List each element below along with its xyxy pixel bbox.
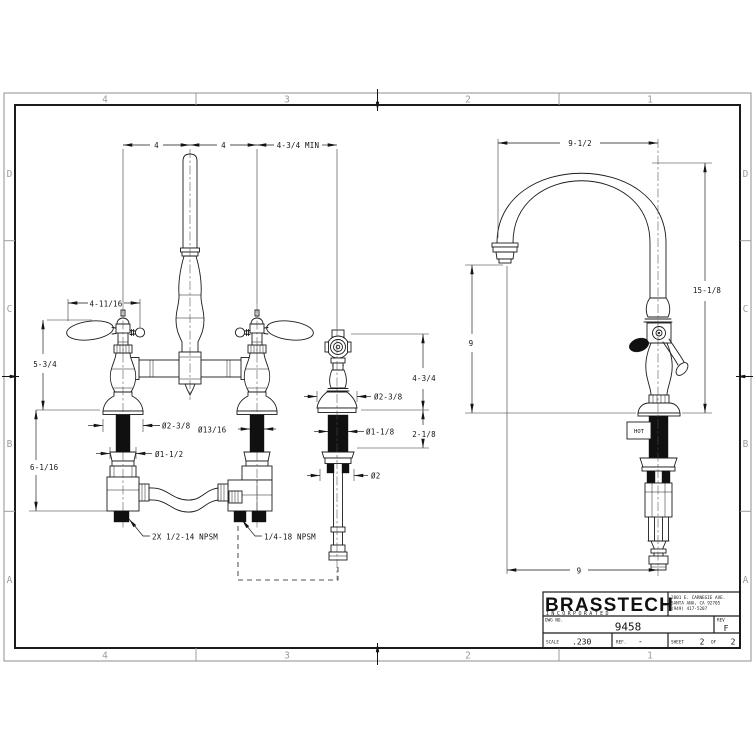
rev-value: F — [724, 624, 729, 633]
dim-label: 4-11/16 — [89, 300, 122, 309]
below-deck-side — [639, 415, 678, 571]
sheet-num: 2 — [700, 638, 705, 647]
rev-label: REV — [717, 618, 725, 624]
left-handle — [65, 309, 146, 415]
dim-label: 15-1/8 — [693, 286, 722, 295]
sheet-label: SHEET — [671, 640, 684, 646]
company-name: BRASSTECH — [545, 595, 674, 616]
zone-label: 4 — [102, 95, 108, 106]
dim-label: 2-1/8 — [412, 430, 436, 439]
bridge-finial — [184, 383, 196, 397]
zone-label: 3 — [284, 651, 290, 662]
dim-label: Ø13/16 — [198, 426, 227, 435]
dim-label: Ø1-1/8 — [366, 428, 395, 437]
zone-label: 2 — [465, 95, 471, 106]
connecting-hose — [148, 487, 219, 513]
side-sprayer-front — [316, 329, 358, 561]
sheet-frame: 4 3 2 1 4 3 2 1 D C B A D C B A — [2, 89, 753, 665]
title-block: BRASSTECH INCORPORATED 2001 E. CARNEGIE … — [542, 591, 741, 649]
thread-note: 1/4-18 NPSM — [264, 533, 316, 542]
right-handle — [234, 309, 315, 415]
dim-label: 4 — [221, 141, 226, 150]
zone-label: 1 — [647, 95, 653, 106]
dim-label: 9 — [577, 567, 582, 576]
faucet-body-side — [629, 297, 689, 417]
scale-value: .230 — [572, 638, 591, 647]
dim-label: 4-3/4 — [412, 374, 436, 383]
spray-hose-routing — [237, 526, 339, 581]
dim-label: 9 — [469, 339, 474, 348]
gooseneck-spout — [491, 172, 667, 299]
zone-label: A — [7, 575, 13, 586]
dim-label: 4 — [154, 141, 159, 150]
of-label: OF — [711, 640, 717, 646]
ref-label: REF. — [616, 640, 626, 646]
dim-label: 4-3/4 MIN — [277, 141, 319, 150]
zone-label: 4 — [102, 651, 108, 662]
company-address-line3: (949) 417-5207 — [671, 606, 708, 612]
dim-label: 6-1/16 — [30, 463, 59, 472]
thread-note: 2X 1/2-14 NPSM — [152, 533, 218, 542]
zone-label: D — [7, 169, 13, 180]
front-view: 4 4 4-3/4 MIN 4-11/16 5-3/4 6-1/16 — [29, 141, 436, 581]
dim-label: Ø1-1/2 — [155, 450, 183, 459]
dim-label: 5-3/4 — [33, 360, 57, 369]
company-address-line1: 2001 E. CARNEGIE AVE. — [671, 595, 725, 601]
dim-label: Ø2-3/8 — [374, 393, 403, 402]
dim-label: 9-1/2 — [568, 139, 592, 148]
zone-label: B — [743, 439, 749, 450]
company-address-line2: SANTA ANA, CA 92705 — [671, 601, 721, 607]
dwg-no-value: 9458 — [615, 621, 642, 634]
dim-label: Ø2 — [371, 472, 380, 481]
side-view: HOT 9-1/2 15-1/8 9 9 — [465, 139, 721, 576]
scale-label: SCALE — [546, 640, 559, 646]
company-subtitle: INCORPORATED — [546, 611, 611, 617]
zone-label: C — [7, 304, 13, 315]
hot-tag: HOT — [626, 421, 652, 440]
front-dimensions: 4 4 4-3/4 MIN 4-11/16 5-3/4 6-1/16 — [29, 141, 436, 542]
side-dimensions: 9-1/2 15-1/8 9 9 — [465, 139, 721, 576]
ref-value: - — [638, 637, 643, 646]
hot-label: HOT — [634, 429, 645, 435]
zone-label: B — [7, 439, 13, 450]
zone-label: C — [743, 304, 749, 315]
handle-grip-side — [629, 337, 649, 353]
diverter-valve — [217, 451, 273, 512]
zone-label: D — [743, 169, 749, 180]
left-valve — [106, 451, 150, 512]
sheet-total: 2 — [731, 638, 736, 647]
dwg-no-label: DWG NO. — [545, 618, 563, 624]
zone-label: 2 — [465, 651, 471, 662]
zone-label: 1 — [647, 651, 653, 662]
zone-label: A — [743, 575, 749, 586]
zone-label: 3 — [284, 95, 290, 106]
dim-label: Ø2-3/8 — [162, 422, 191, 431]
